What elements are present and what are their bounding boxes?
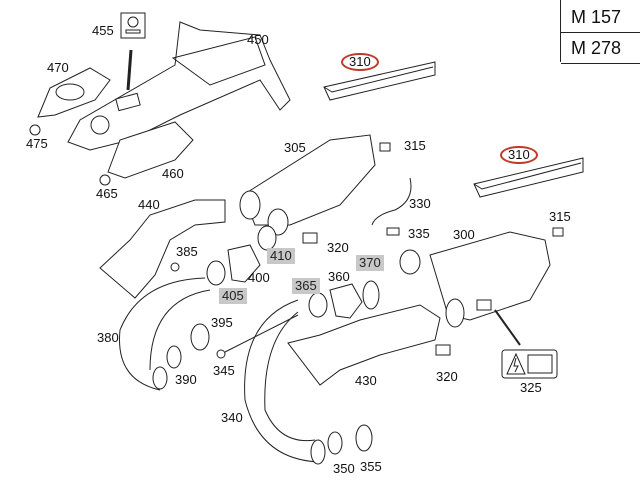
warning-label-325-icon [501,349,558,379]
clip-335 [386,227,400,236]
part-label-470: 470 [47,60,69,75]
part-label-430: 430 [355,373,377,388]
model-m157: M 157 [561,2,640,33]
part-label-390: 390 [175,372,197,387]
model-m278: M 278 [561,33,640,64]
cap-465 [99,174,111,186]
part-label-345: 345 [213,363,235,378]
air-filter-housing-300 [399,231,551,346]
part-label-410-callout: 410 [267,248,295,264]
clamp-395 [190,323,210,351]
part-label-475: 475 [26,136,48,151]
bolt-345 [216,349,226,359]
harness-330 [371,177,412,226]
part-label-440: 440 [138,197,160,212]
part-label-395: 395 [211,315,233,330]
part-label-450: 450 [247,32,269,47]
part-label-380: 380 [97,330,119,345]
sensor-315-b [552,227,564,237]
part-label-360: 360 [328,269,350,284]
air-filter-310-a [323,61,436,101]
clamp-370 [362,280,380,310]
air-filter-housing-305 [239,134,376,236]
part-label-385: 385 [176,244,198,259]
part-label-405-callout: 405 [219,288,247,304]
hose-340 [244,299,321,463]
mass-air-sensor-400 [227,244,261,283]
part-label-315: 315 [404,138,426,153]
sensor-315-a [379,142,391,152]
clamp-410 [257,225,277,251]
cover-460 [107,121,194,179]
mass-air-sensor-360 [329,283,363,319]
part-label-350: 350 [333,461,355,476]
air-duct-430 [287,304,441,386]
ring-350 [327,431,343,455]
part-label-300: 300 [453,227,475,242]
part-label-305: 305 [284,140,306,155]
part-label-465: 465 [96,186,118,201]
part-label-400: 400 [248,270,270,285]
part-label-370-callout: 370 [356,255,384,271]
air-filter-310-b [473,157,584,198]
part-label-330: 330 [409,196,431,211]
bolt-385 [170,262,180,272]
hose-380 [119,277,206,391]
cover-470 [37,67,111,118]
part-label-460: 460 [162,166,184,181]
air-duct-440 [99,199,226,299]
ring-390 [166,345,182,369]
clamp-405 [206,260,226,286]
clamp-365 [308,292,328,318]
part-label-310-highlighted[interactable]: 310 [341,53,379,71]
part-label-320: 320 [327,240,349,255]
bracket-320-b [435,344,451,356]
clamp-355 [355,424,373,452]
plaque-455-icon [120,12,146,91]
part-label-325: 325 [520,380,542,395]
part-label-310-highlighted[interactable]: 310 [500,146,538,164]
part-label-335: 335 [408,226,430,241]
cap-475 [29,124,41,136]
part-label-320: 320 [436,369,458,384]
part-label-365-callout: 365 [292,278,320,294]
model-table: M 157 M 278 [560,0,640,64]
part-label-315: 315 [549,209,571,224]
part-label-455: 455 [92,23,114,38]
bracket-320-a [302,232,318,244]
part-label-355: 355 [360,459,382,474]
part-label-340: 340 [221,410,243,425]
